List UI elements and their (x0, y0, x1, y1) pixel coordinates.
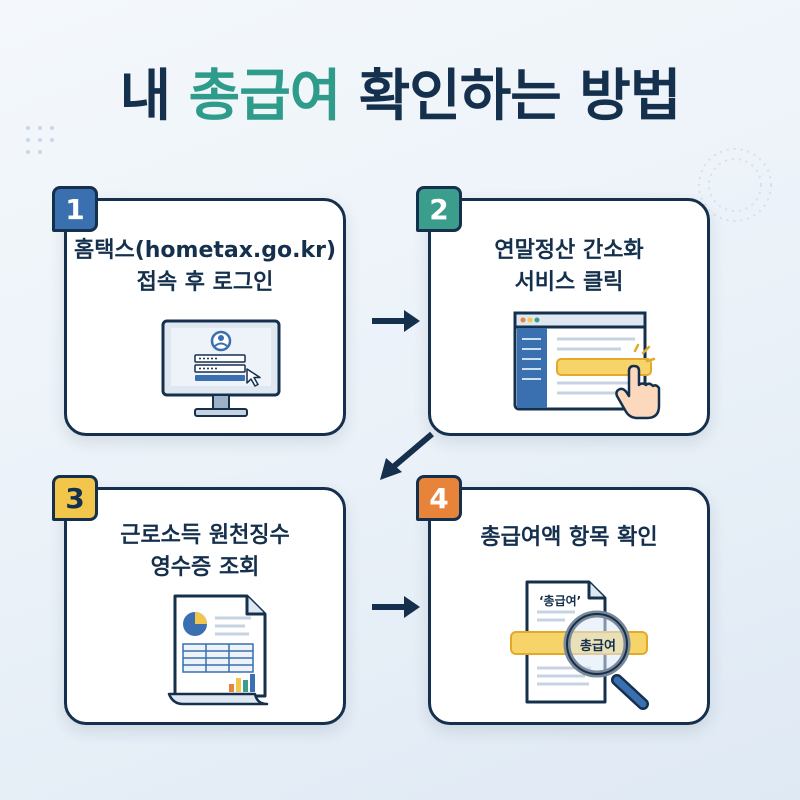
step-1-badge: 1 (52, 186, 98, 232)
step-4-number: 4 (429, 481, 449, 515)
step-3-number: 3 (65, 481, 85, 515)
step-2-line2: 서비스 클릭 (514, 270, 624, 295)
arrow-step-1-to-2 (372, 310, 420, 332)
arrow-step-3-to-4 (372, 596, 420, 618)
step-card-4: 총급여액 항목 확인 ‘총급여’ 총급여 (428, 487, 710, 725)
step-card-3: 근로소득 원천징수 영수증 조회 (64, 487, 346, 725)
page-title: 내 총급여 확인하는 방법 (0, 62, 800, 132)
title-prefix: 내 (119, 64, 189, 129)
step-2-number: 2 (429, 192, 449, 226)
step-3-line1: 근로소득 원천징수 (120, 523, 290, 548)
decorative-dots-right (698, 148, 772, 222)
title-suffix: 확인하는 방법 (340, 64, 682, 129)
step-4-line1: 총급여액 항목 확인 (480, 525, 658, 550)
step-1-text: 홈택스(hometax.go.kr) 접속 후 로그인 (67, 235, 343, 299)
monitor-login-icon (161, 319, 281, 417)
step-3-badge: 3 (52, 475, 98, 521)
arrow-step-2-to-3 (380, 431, 434, 480)
step-1-number: 1 (65, 192, 85, 226)
step-2-line1: 연말정산 간소화 (494, 238, 644, 263)
step-card-2: 연말정산 간소화 서비스 클릭 (428, 198, 710, 436)
report-document-icon (167, 594, 269, 706)
doc-label-text: ‘총급여’ (539, 594, 582, 608)
step-3-text: 근로소득 원천징수 영수증 조회 (67, 520, 343, 584)
browser-click-icon (513, 311, 661, 420)
step-2-badge: 2 (416, 186, 462, 232)
step-4-badge: 4 (416, 475, 462, 521)
step-3-line2: 영수증 조회 (150, 555, 260, 580)
magnifier-document-icon: ‘총급여’ 총급여 (505, 576, 655, 716)
step-2-text: 연말정산 간소화 서비스 클릭 (431, 235, 707, 299)
step-card-1: 홈택스(hometax.go.kr) 접속 후 로그인 (64, 198, 346, 436)
step-4-text: 총급여액 항목 확인 (431, 522, 707, 554)
step-1-line1: 홈택스(hometax.go.kr) (73, 238, 337, 263)
magnifier-label-text: 총급여 (580, 639, 616, 654)
title-accent: 총급여 (188, 64, 342, 129)
decorative-dots-left (26, 126, 54, 154)
step-1-line2: 접속 후 로그인 (136, 270, 274, 295)
